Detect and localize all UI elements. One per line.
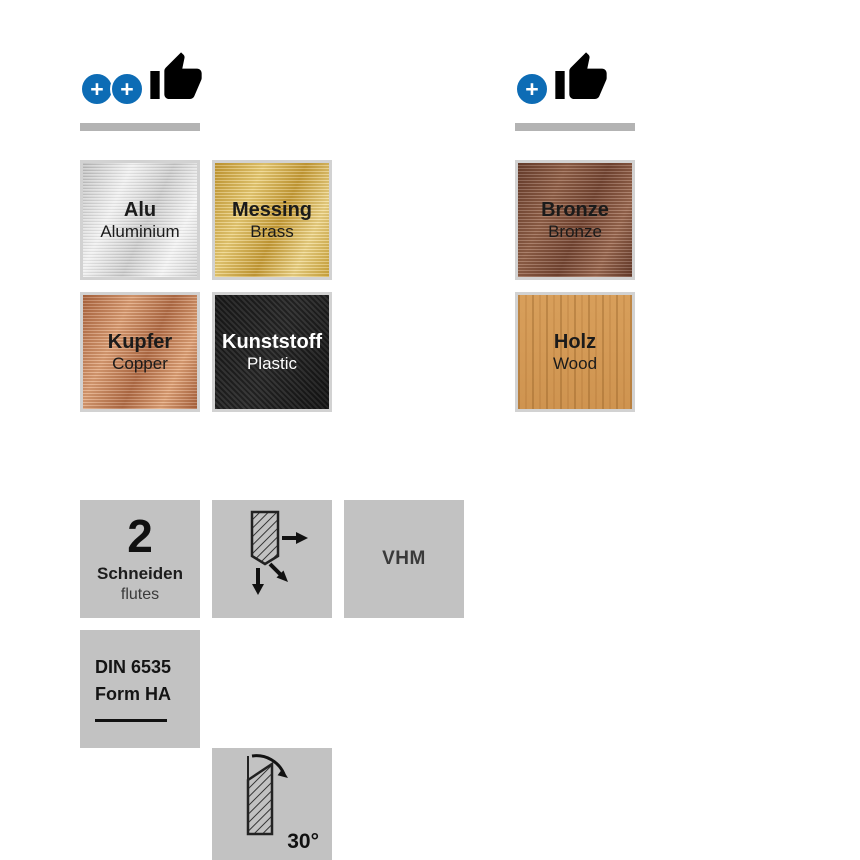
carbide-label: VHM	[382, 548, 426, 569]
material-subname: Brass	[250, 221, 294, 241]
material-tile-plastic: Kunststoff Plastic	[212, 292, 332, 412]
flutes-count: 2	[127, 510, 153, 563]
flutes-label-de: Schneiden	[97, 564, 183, 584]
material-tile-brass: Messing Brass	[212, 160, 332, 280]
material-name: Kunststoff	[222, 330, 322, 353]
plus-icon: +	[515, 72, 549, 106]
material-tile-aluminium: Alu Aluminium	[80, 160, 200, 280]
material-tile-copper: Kupfer Copper	[80, 292, 200, 412]
spec-tile-carbide: VHM	[344, 500, 464, 618]
material-subname: Plastic	[246, 353, 298, 373]
din-underline	[95, 719, 167, 722]
plus-symbol: +	[525, 75, 539, 102]
plus-icon: +	[80, 72, 114, 106]
helix-angle-value: 30°	[287, 830, 319, 853]
din-standard: DIN 6535	[95, 657, 172, 677]
thumbs-up-icon	[148, 50, 204, 111]
plus-symbol: +	[120, 75, 134, 102]
thumbs-up-icon	[553, 50, 609, 111]
flutes-label-en: flutes	[120, 585, 160, 603]
spec-tile-din: DIN 6535 Form HA	[80, 630, 200, 748]
spec-tile-flutes: 2 Schneiden flutes	[80, 500, 200, 618]
plus-icon: +	[110, 72, 144, 106]
material-tile-bronze: Bronze Bronze	[515, 160, 635, 280]
material-name: Holz	[553, 330, 597, 353]
rating-group-left: + +	[80, 50, 204, 111]
material-subname: Copper	[112, 353, 168, 373]
divider-bar-left	[80, 123, 200, 131]
material-name: Kupfer	[107, 330, 173, 353]
material-name: Messing	[231, 198, 313, 221]
material-name: Bronze	[541, 198, 609, 221]
material-tile-wood: Holz Wood	[515, 292, 635, 412]
divider-bar-right	[515, 123, 635, 131]
material-subname: Wood	[552, 353, 598, 373]
material-subname: Aluminium	[100, 221, 180, 241]
din-form: Form HA	[95, 684, 171, 704]
material-name: Alu	[123, 198, 157, 221]
drill-through-hole-icon	[250, 510, 308, 595]
spec-tile-through-hole	[212, 500, 332, 618]
helix-angle-icon	[246, 754, 288, 836]
plus-symbol: +	[90, 75, 104, 102]
material-subname: Bronze	[548, 221, 602, 241]
rating-group-right: +	[515, 50, 609, 111]
spec-tile-helix-angle: 30°	[212, 748, 332, 860]
